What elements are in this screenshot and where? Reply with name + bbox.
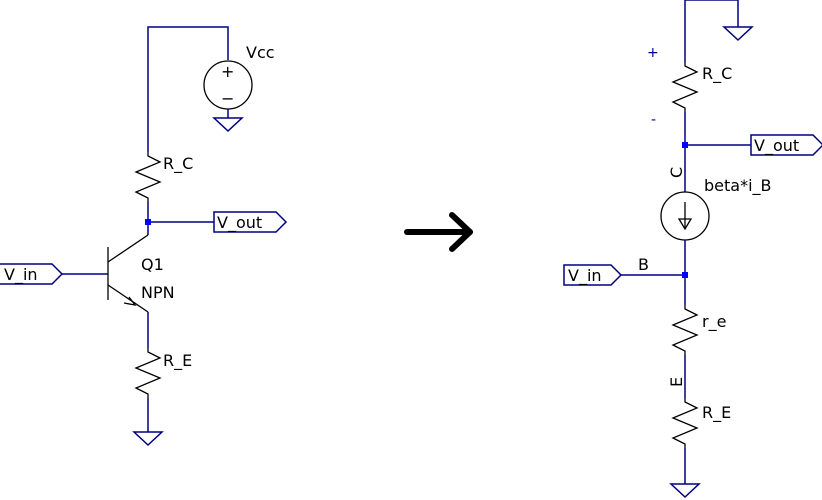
left-vin-flag: V_in — [0, 263, 64, 285]
right-vout-flag: V_out — [750, 134, 822, 156]
transform-arrow: ➔ — [0, 0, 473, 252]
re-small-label: r_e — [702, 312, 726, 332]
rc-plus-sign: + — [647, 45, 659, 61]
rc-minus-sign: - — [651, 112, 656, 128]
right-rc-resistor — [671, 62, 699, 112]
left-vout-flag: V_out — [213, 211, 288, 233]
left-rc-label: R_C — [163, 154, 193, 174]
emitter-node-label: E — [667, 377, 686, 387]
vcc-source: + − — [203, 60, 253, 110]
q1-type-label: NPN — [141, 283, 175, 302]
left-re-resistor — [134, 348, 162, 398]
vcc-ground-icon — [212, 117, 244, 133]
re-small-resistor — [671, 305, 699, 355]
right-vin-label: V_in — [568, 266, 602, 286]
right-output-junction — [682, 142, 688, 148]
right-vout-label: V_out — [754, 136, 799, 156]
collector-node-label: C — [667, 167, 686, 178]
left-re-label: R_E — [163, 351, 192, 371]
left-vin-label: V_in — [4, 265, 38, 285]
left-output-junction — [145, 219, 151, 225]
left-rc-resistor — [134, 152, 162, 202]
left-vout-label: V_out — [217, 213, 262, 233]
q1-label: Q1 — [141, 255, 164, 274]
right-re-resistor — [671, 398, 699, 448]
right-re-label: R_E — [702, 403, 731, 423]
base-node-label: B — [638, 255, 649, 274]
left-ground-icon — [132, 431, 164, 447]
left-circuit: + − Vcc R_C V_out Q1 NPN V_in — [0, 26, 288, 447]
vcc-minus-sign: − — [221, 89, 234, 108]
vcc-plus-sign: + — [221, 62, 234, 81]
dependent-current-source — [660, 191, 710, 241]
transform-arrow-label: ➔ — [0, 0, 1, 1]
right-vin-flag: V_in — [563, 264, 623, 286]
vcc-label: Vcc — [246, 43, 275, 62]
right-top-ground-icon — [722, 26, 754, 42]
right-ground-icon — [669, 483, 701, 499]
current-source-label: beta*i_B — [704, 176, 772, 196]
vcc-wire — [147, 26, 229, 152]
right-circuit: + R_C - V_out C beta*i_B B V_in r_e — [563, 0, 822, 499]
right-rc-label: R_C — [702, 64, 732, 84]
base-junction — [682, 272, 688, 278]
right-top-wire — [684, 0, 739, 62]
